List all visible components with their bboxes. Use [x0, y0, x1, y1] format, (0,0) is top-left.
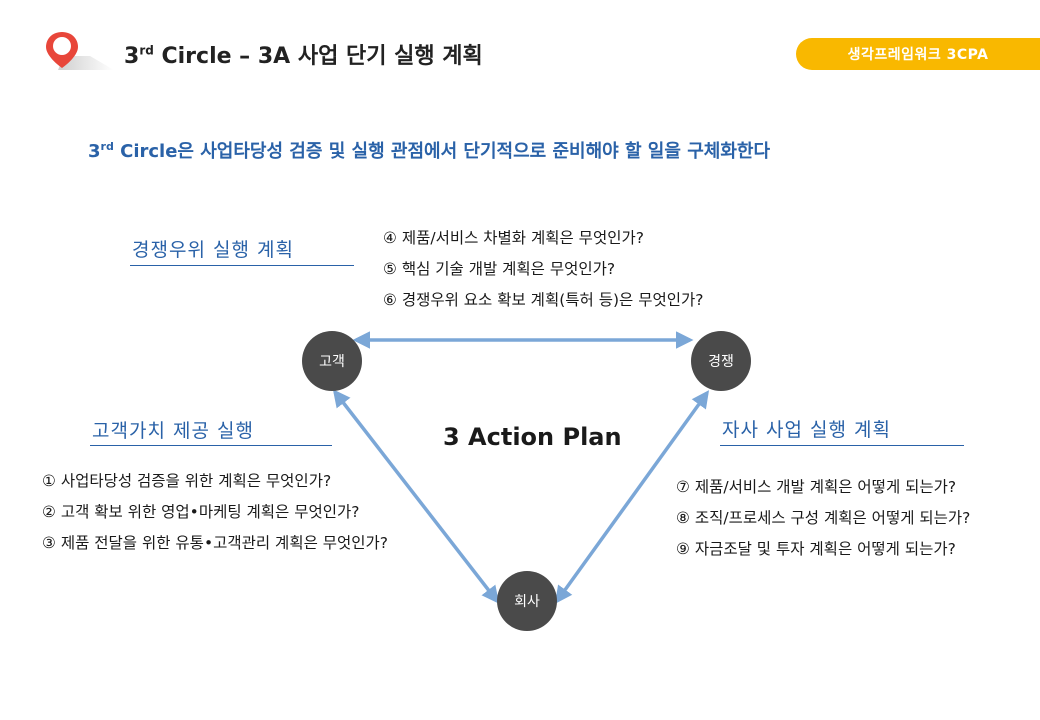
- center-title: 3 Action Plan: [443, 423, 622, 451]
- question-2: ② 고객 확보 위한 영업•마케팅 계획은 무엇인가?: [42, 503, 360, 521]
- question-1: ① 사업타당성 검증을 위한 계획은 무엇인가?: [42, 472, 332, 490]
- question-8: ⑧ 조직/프로세스 구성 계획은 어떻게 되는가?: [676, 509, 971, 527]
- underline-company-business: [720, 445, 964, 446]
- customer-value-question-list: ① 사업타당성 검증을 위한 계획은 무엇인가? ② 고객 확보 위한 영업•마…: [42, 466, 388, 559]
- question-7: ⑦ 제품/서비스 개발 계획은 어떻게 되는가?: [676, 478, 957, 496]
- competitive-question-list: ④ 제품/서비스 차별화 계획은 무엇인가? ⑤ 핵심 기술 개발 계획은 무엇…: [383, 223, 703, 316]
- node-company: 회사: [497, 571, 557, 631]
- arrow-customer-company: [332, 389, 500, 604]
- brand-badge: 생각프레임워크 3CPA: [796, 38, 1040, 70]
- question-5: ⑤ 핵심 기술 개발 계획은 무엇인가?: [383, 260, 616, 278]
- question-9: ⑨ 자금조달 및 투자 계획은 어떻게 되는가?: [676, 540, 956, 558]
- question-6: ⑥ 경쟁우위 요소 확보 계획(특허 등)은 무엇인가?: [383, 291, 704, 309]
- node-competition: 경쟁: [691, 331, 751, 391]
- heading-customer-value: 고객가치 제공 실행: [92, 420, 254, 442]
- question-4: ④ 제품/서비스 차별화 계획은 무엇인가?: [383, 229, 644, 247]
- heading-company-business: 자사 사업 실행 계획: [722, 419, 891, 441]
- location-pin-icon: [46, 32, 114, 70]
- heading-competitive-advantage: 경쟁우위 실행 계획: [132, 239, 294, 261]
- page-subtitle: 3rd Circle은 사업타당성 검증 및 실행 관점에서 단기적으로 준비해…: [88, 140, 770, 162]
- underline-customer-value: [90, 445, 332, 446]
- arrow-competition-company: [554, 390, 710, 604]
- company-business-question-list: ⑦ 제품/서비스 개발 계획은 어떻게 되는가? ⑧ 조직/프로세스 구성 계획…: [676, 472, 970, 565]
- page-title: 3rd Circle – 3A 사업 단기 실행 계획: [124, 43, 483, 69]
- underline-competitive: [130, 265, 354, 266]
- node-customer: 고객: [302, 331, 362, 391]
- question-3: ③ 제품 전달을 위한 유통•고객관리 계획은 무엇인가?: [42, 534, 389, 552]
